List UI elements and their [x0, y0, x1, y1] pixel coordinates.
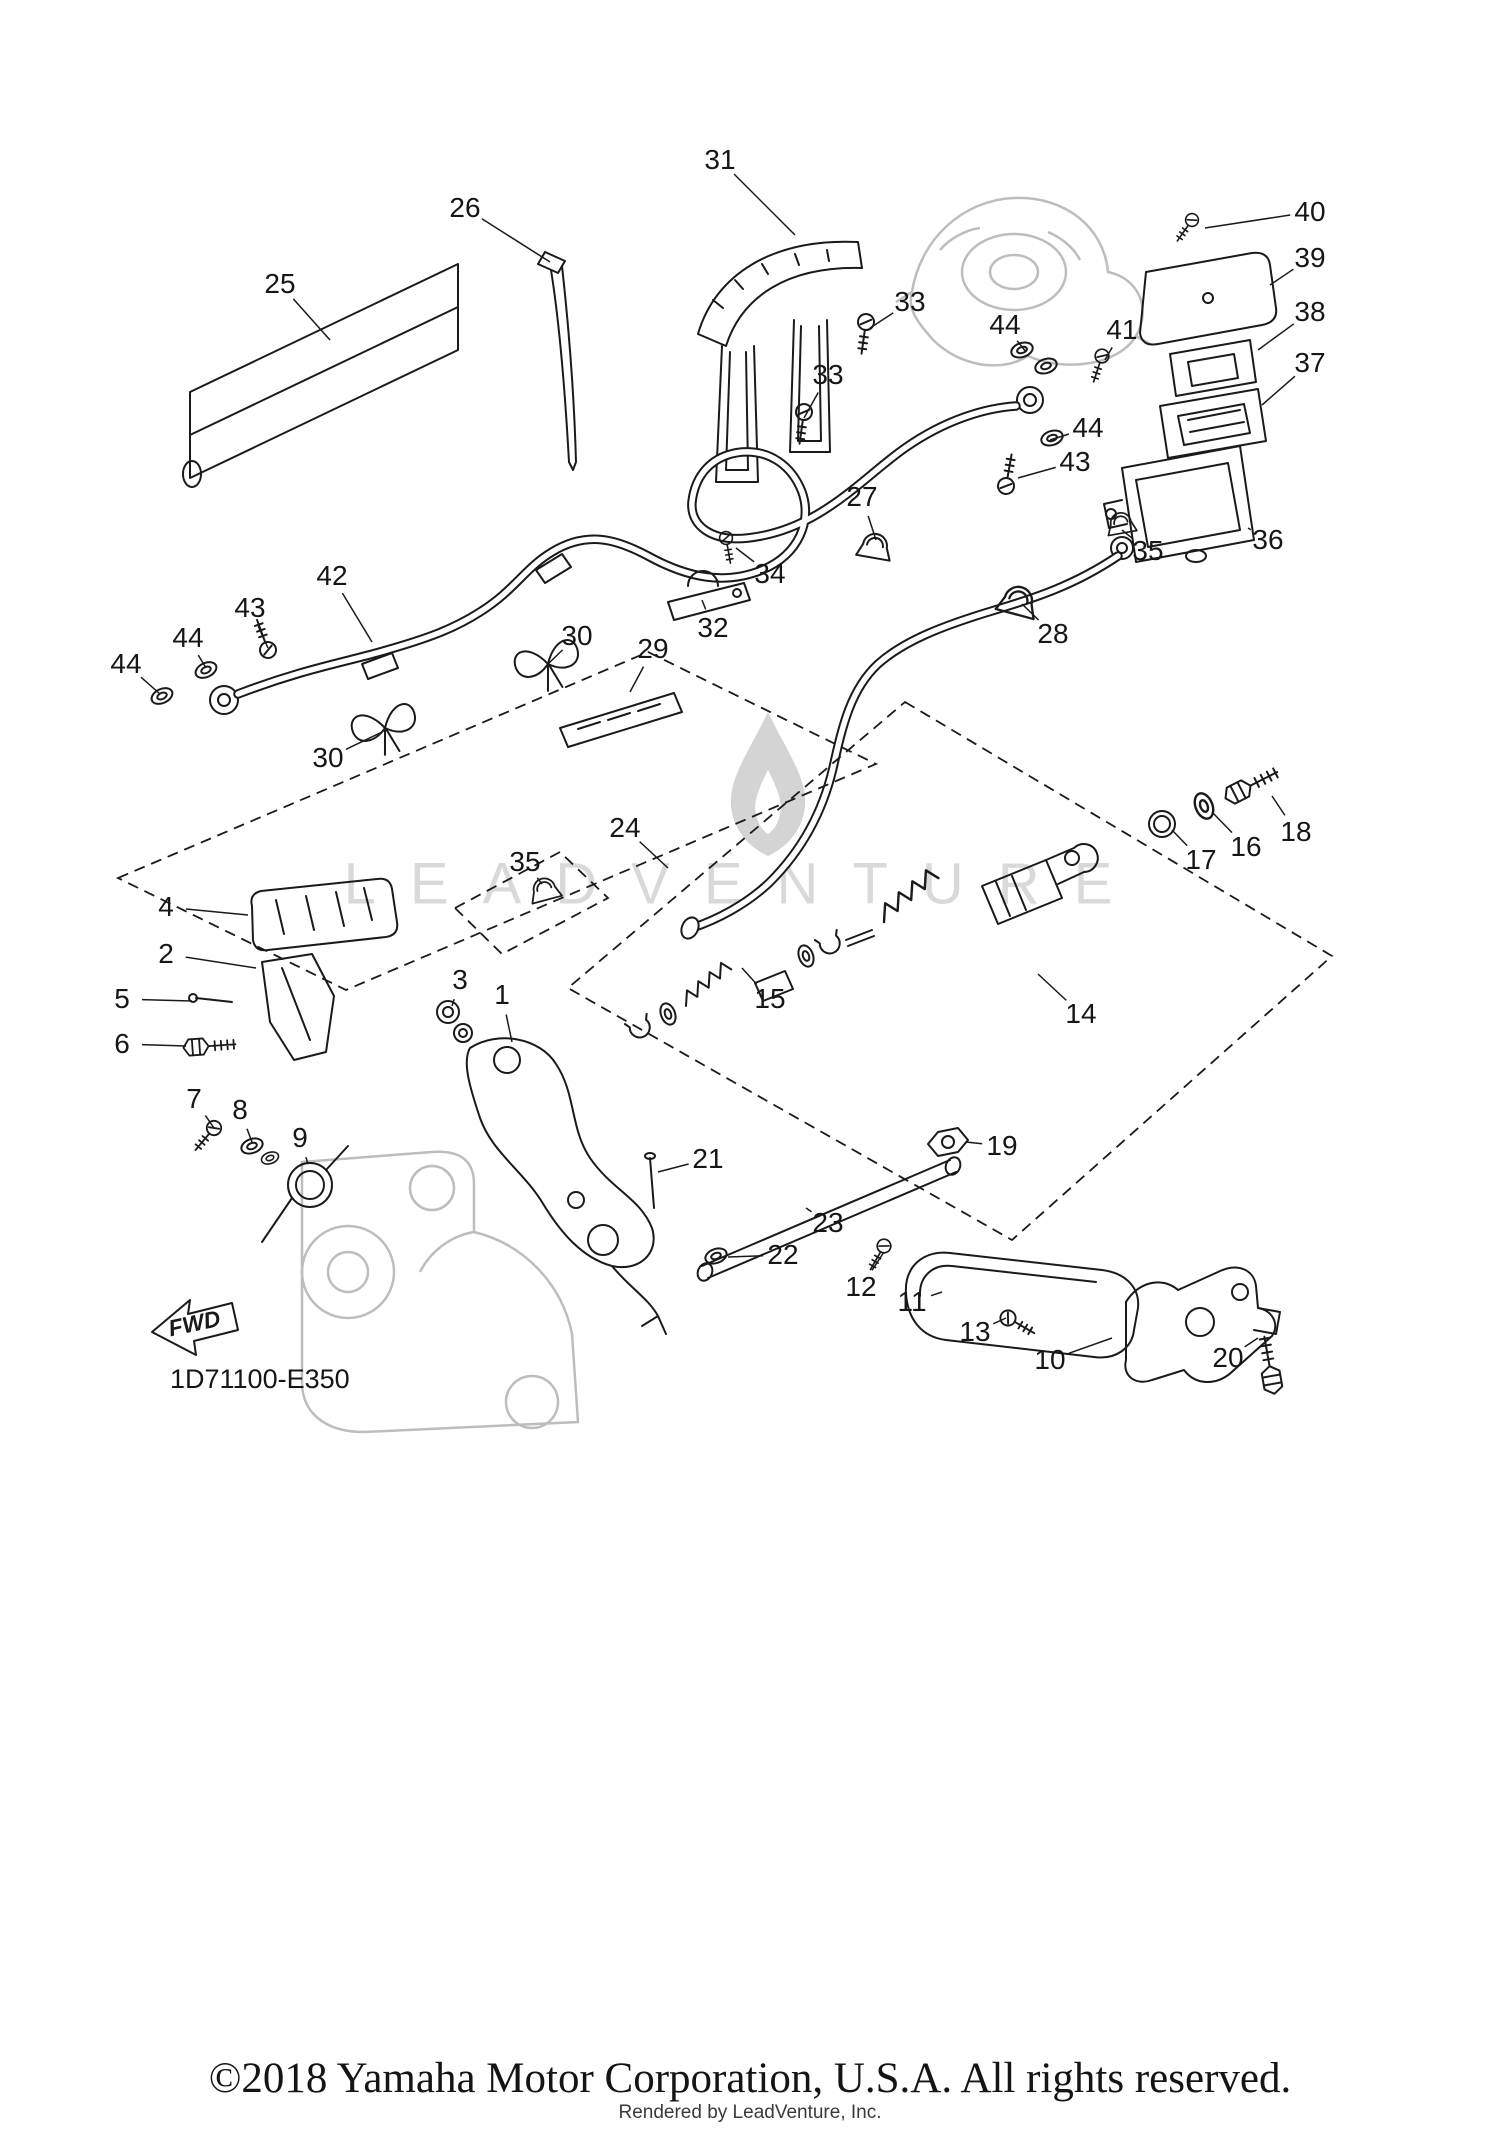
callout-leader-line	[246, 1128, 253, 1143]
callout-leader-line	[257, 625, 269, 649]
part-35-clamps	[525, 509, 1138, 905]
callout-leader-line	[1171, 829, 1188, 847]
callout-leader-line	[869, 312, 894, 329]
part-10-master-cylinder-bracket	[1124, 1266, 1281, 1383]
callout-leader-line	[1204, 214, 1291, 229]
callout-leader-line	[1104, 347, 1113, 361]
part-31-bracket	[697, 240, 863, 483]
callout-leader-line	[185, 908, 249, 916]
callout-leader-line	[141, 998, 193, 1002]
callout-leader-line	[1244, 1337, 1259, 1348]
callout-leader-line	[1021, 603, 1040, 621]
leadventure-watermark-text: LEADVENTURE	[343, 851, 1147, 917]
callout-leader-line	[451, 998, 455, 1007]
callout-leader-line	[992, 1317, 1007, 1325]
ghosted-reference-parts	[300, 196, 1151, 1434]
callout-leader-line	[1017, 466, 1056, 479]
callout-leader-line	[735, 547, 755, 563]
part-33-bolts	[790, 311, 877, 446]
diagram-line-art: FWD	[148, 210, 1285, 1397]
part-44-washers	[148, 338, 1066, 708]
diagram-code: 1D71100-E350	[170, 1364, 350, 1394]
fwd-arrow: FWD	[151, 1299, 239, 1356]
callout-leader-line	[1068, 1337, 1113, 1355]
callout-leader-lines	[140, 173, 1296, 1355]
callout-leader-line	[341, 592, 373, 643]
callout-leader-line	[185, 956, 257, 969]
callout-leader-line	[733, 173, 796, 236]
ghost-frame-top	[895, 196, 1151, 367]
part-11-guard	[904, 1251, 1140, 1359]
rendered-by-text: Rendered by LeadVenture, Inc.	[618, 2102, 882, 2123]
master-cylinder-kit	[623, 763, 1283, 1043]
part-23-rod	[696, 1156, 962, 1282]
callout-leader-line	[805, 1207, 812, 1213]
callout-leader-line	[657, 1163, 689, 1173]
hose-27-24-reservoir-hose	[680, 536, 1134, 940]
part-41-bolt	[1086, 346, 1112, 385]
callout-leader-line	[1261, 375, 1296, 406]
leadventure-flame-icon	[730, 712, 806, 856]
part-19-nut	[927, 1127, 969, 1157]
part-39-reservoir-cap	[1139, 251, 1278, 346]
callout-leader-line	[965, 1141, 983, 1145]
callout-leader-line	[547, 649, 564, 665]
callout-leader-line	[701, 599, 707, 610]
callout-leader-line	[871, 1251, 885, 1271]
part-20-bolt	[1254, 1334, 1285, 1397]
callout-leader-line	[867, 515, 877, 541]
callout-leader-line	[305, 1156, 309, 1165]
callout-leader-line	[1269, 268, 1294, 286]
callout-leader-line	[505, 1014, 513, 1043]
callout-leader-line	[197, 654, 207, 669]
part-26-cable-tie	[537, 251, 577, 471]
callout-leader-line	[639, 841, 669, 869]
callout-leader-line	[345, 731, 383, 750]
callout-leader-line	[1257, 323, 1295, 351]
copyright-text: ©2018 Yamaha Motor Corporation, U.S.A. A…	[208, 2055, 1292, 2102]
callout-leader-line	[536, 877, 543, 885]
part-32-clamp-bracket	[667, 570, 751, 621]
callout-leader-line	[727, 1254, 764, 1258]
callout-leader-line	[803, 392, 819, 419]
callout-leader-line	[292, 298, 331, 341]
callout-leader-line	[1271, 795, 1286, 816]
pedal-assembly	[181, 877, 730, 1335]
part-38-plate	[1169, 339, 1257, 397]
callout-leader-line	[481, 218, 551, 263]
callout-leader-line	[741, 967, 758, 985]
callout-leader-line	[1037, 973, 1067, 1001]
hose-42-brake-hose	[209, 386, 1044, 715]
part-25-sheet	[182, 263, 459, 488]
callout-leader-line	[1016, 340, 1027, 353]
callout-leader-line	[930, 1291, 943, 1297]
callout-leader-line	[141, 1043, 187, 1047]
callout-leader-line	[1247, 527, 1252, 531]
part-36-reservoir-body	[1103, 445, 1255, 563]
part-40-screw	[1171, 210, 1202, 246]
callout-leader-line	[204, 1115, 215, 1129]
callout-leader-line	[1211, 811, 1233, 834]
callout-leader-line	[1049, 433, 1070, 441]
callout-leader-line	[140, 676, 161, 695]
callout-leader-line	[1121, 529, 1133, 540]
part-37-diaphragm	[1159, 388, 1267, 459]
ghost-frame-bottom	[300, 1150, 580, 1434]
kit-boundary-dashed-boxes	[115, 651, 1334, 1242]
part-29-bracket	[559, 692, 683, 748]
callout-leader-line	[629, 666, 645, 693]
